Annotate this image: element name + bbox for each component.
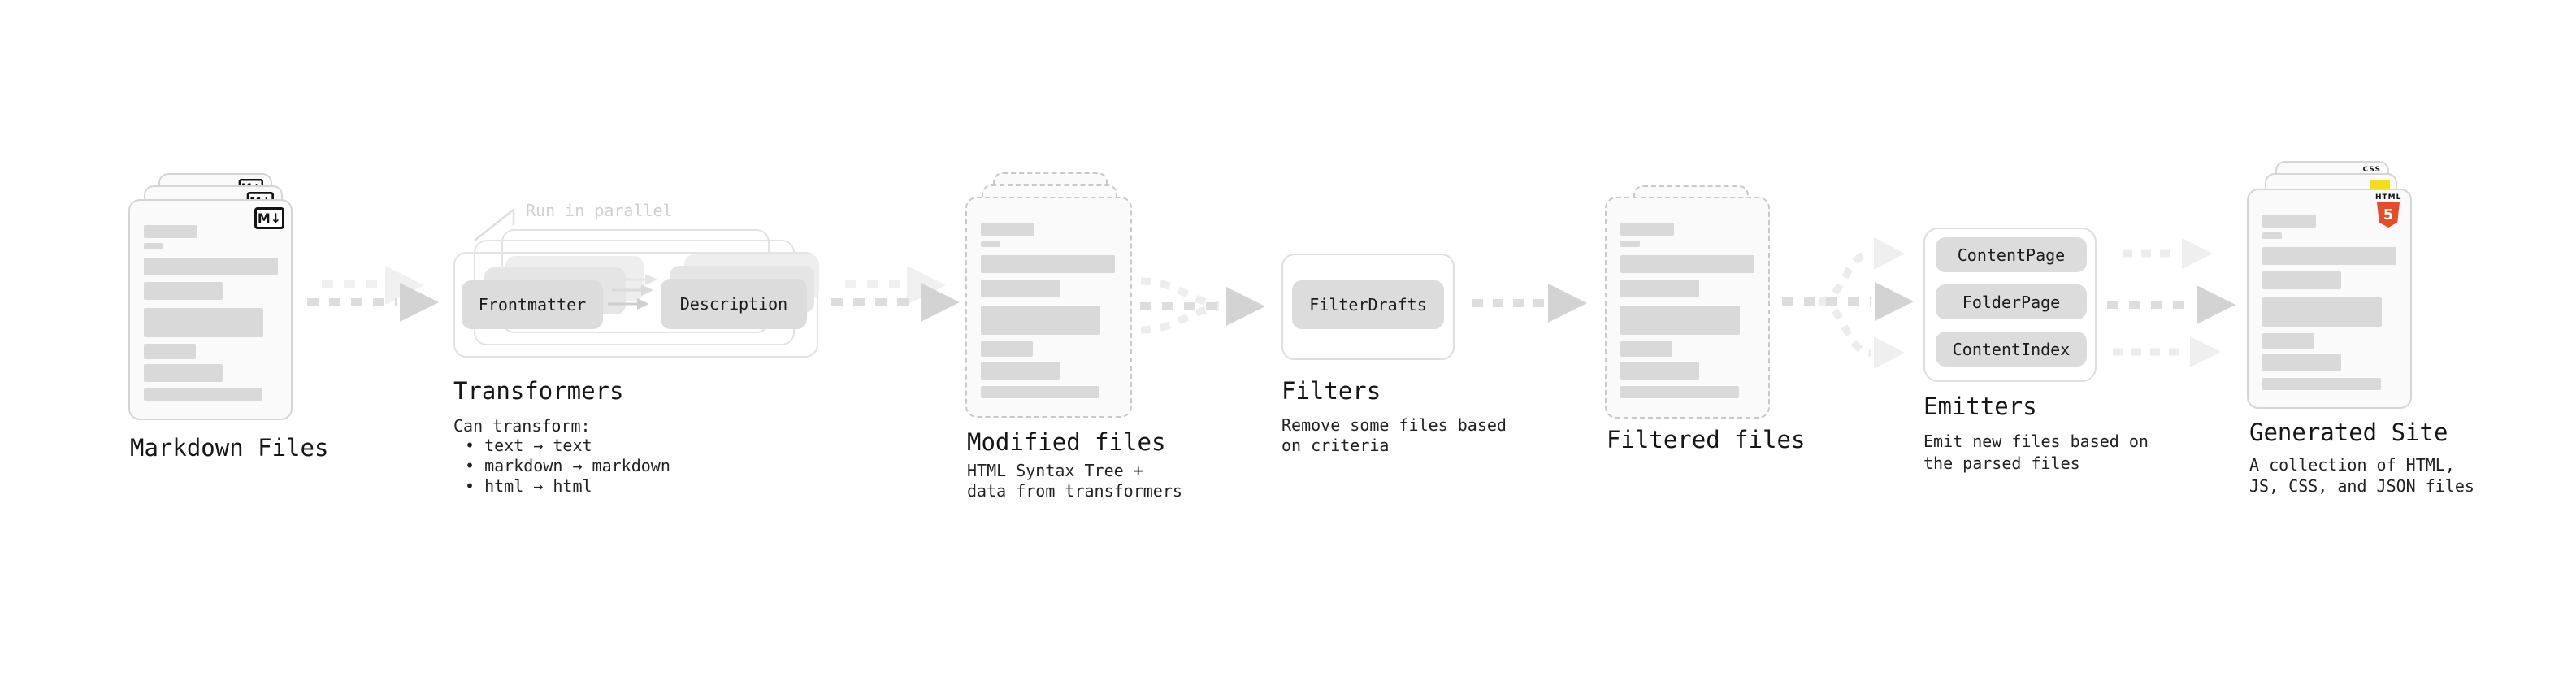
doc-placeholder-line — [144, 282, 223, 300]
transformers-description-heading: Can transform: — [453, 416, 591, 436]
doc-placeholder-line — [1620, 306, 1740, 335]
stage-label-emitters: Emitters — [1923, 393, 2037, 420]
doc-placeholder-line — [1620, 241, 1640, 247]
transformers-bullet: • markdown → markdown — [465, 456, 670, 475]
filterdrafts-pill: FilterDrafts — [1292, 280, 1444, 329]
markdown-icon: M↓ — [254, 207, 284, 229]
doc-placeholder-line — [144, 388, 262, 401]
doc-placeholder-line — [981, 241, 1000, 247]
doc-placeholder-line — [2262, 333, 2314, 349]
arrow-emitters-to-generated — [2107, 238, 2236, 367]
generated-html-card: HTML 5 — [2247, 189, 2412, 409]
stage-label-filtered-files: Filtered files — [1607, 426, 1806, 453]
stage-label-markdown-files: Markdown Files — [130, 434, 329, 462]
doc-placeholder-line — [144, 243, 163, 249]
generated-site-description-line: A collection of HTML, — [2249, 455, 2455, 475]
stage-label-generated-site: Generated Site — [2249, 419, 2448, 446]
emitters-description-line: Emit new files based on — [1923, 432, 2149, 451]
filtered-file-card — [1605, 197, 1770, 419]
run-in-parallel-note: Run in parallel — [526, 201, 673, 220]
doc-placeholder-line — [2262, 271, 2341, 289]
doc-placeholder-line — [144, 344, 196, 359]
generated-site-description-line: JS, CSS, and JSON files — [2249, 476, 2474, 496]
contentindex-pill: ContentIndex — [1936, 332, 2087, 367]
modified-file-card — [965, 197, 1132, 418]
doc-placeholder-line — [981, 341, 1033, 357]
doc-placeholder-line — [144, 225, 197, 238]
arrow-filtered-to-emitters — [1782, 237, 1914, 369]
transformers-bullet: • text → text — [465, 436, 592, 455]
arrow-markdown-to-transformers — [307, 266, 439, 322]
emitters-frame — [1923, 228, 2097, 382]
doc-placeholder-line — [981, 306, 1100, 335]
doc-placeholder-line — [144, 308, 263, 337]
doc-placeholder-line — [1620, 362, 1699, 380]
frontmatter-pill: Frontmatter — [462, 280, 603, 329]
doc-placeholder-line — [1620, 386, 1739, 398]
arrow-modified-to-filters — [1140, 277, 1265, 334]
filters-frame — [1281, 254, 1455, 360]
stage-label-modified-files: Modified files — [967, 428, 1166, 456]
doc-placeholder-line — [1620, 341, 1672, 357]
doc-placeholder-line — [981, 280, 1060, 297]
doc-placeholder-line — [2262, 232, 2282, 239]
doc-placeholder-line — [2262, 354, 2341, 371]
doc-placeholder-line — [981, 362, 1060, 380]
doc-placeholder-line — [981, 223, 1034, 236]
filters-description-line: Remove some files based — [1281, 415, 1507, 435]
doc-placeholder-line — [144, 258, 278, 275]
doc-placeholder-line — [2262, 297, 2382, 327]
folderpage-pill: FolderPage — [1936, 284, 2087, 319]
doc-placeholder-line — [2262, 215, 2316, 228]
doc-placeholder-line — [1620, 223, 1674, 236]
modified-files-description-line: data from transformers — [967, 481, 1182, 501]
doc-placeholder-line — [981, 386, 1099, 398]
doc-placeholder-line — [981, 255, 1115, 273]
doc-placeholder-line — [2262, 378, 2381, 390]
arrow-transformers-to-modified — [831, 266, 960, 322]
arrow-filters-to-filtered — [1472, 284, 1587, 323]
doc-placeholder-line — [1620, 255, 1754, 273]
html5-icon: HTML 5 — [2375, 193, 2401, 228]
filters-description-line: on criteria — [1281, 436, 1390, 455]
description-pill: Description — [661, 279, 807, 329]
stage-label-filters: Filters — [1281, 377, 1381, 405]
js-icon — [2370, 180, 2390, 190]
transformer-frame-front — [453, 252, 818, 358]
transformers-bullet: • html → html — [465, 476, 592, 496]
markdown-file-card: M↓ — [128, 199, 293, 420]
contentpage-pill: ContentPage — [1936, 237, 2087, 272]
stage-label-transformers: Transformers — [453, 377, 624, 405]
doc-placeholder-line — [1620, 280, 1699, 297]
doc-placeholder-line — [144, 364, 223, 382]
doc-placeholder-line — [2262, 247, 2396, 265]
modified-files-description-line: HTML Syntax Tree + — [967, 461, 1143, 480]
emitters-description-line: the parsed files — [1923, 453, 2080, 473]
